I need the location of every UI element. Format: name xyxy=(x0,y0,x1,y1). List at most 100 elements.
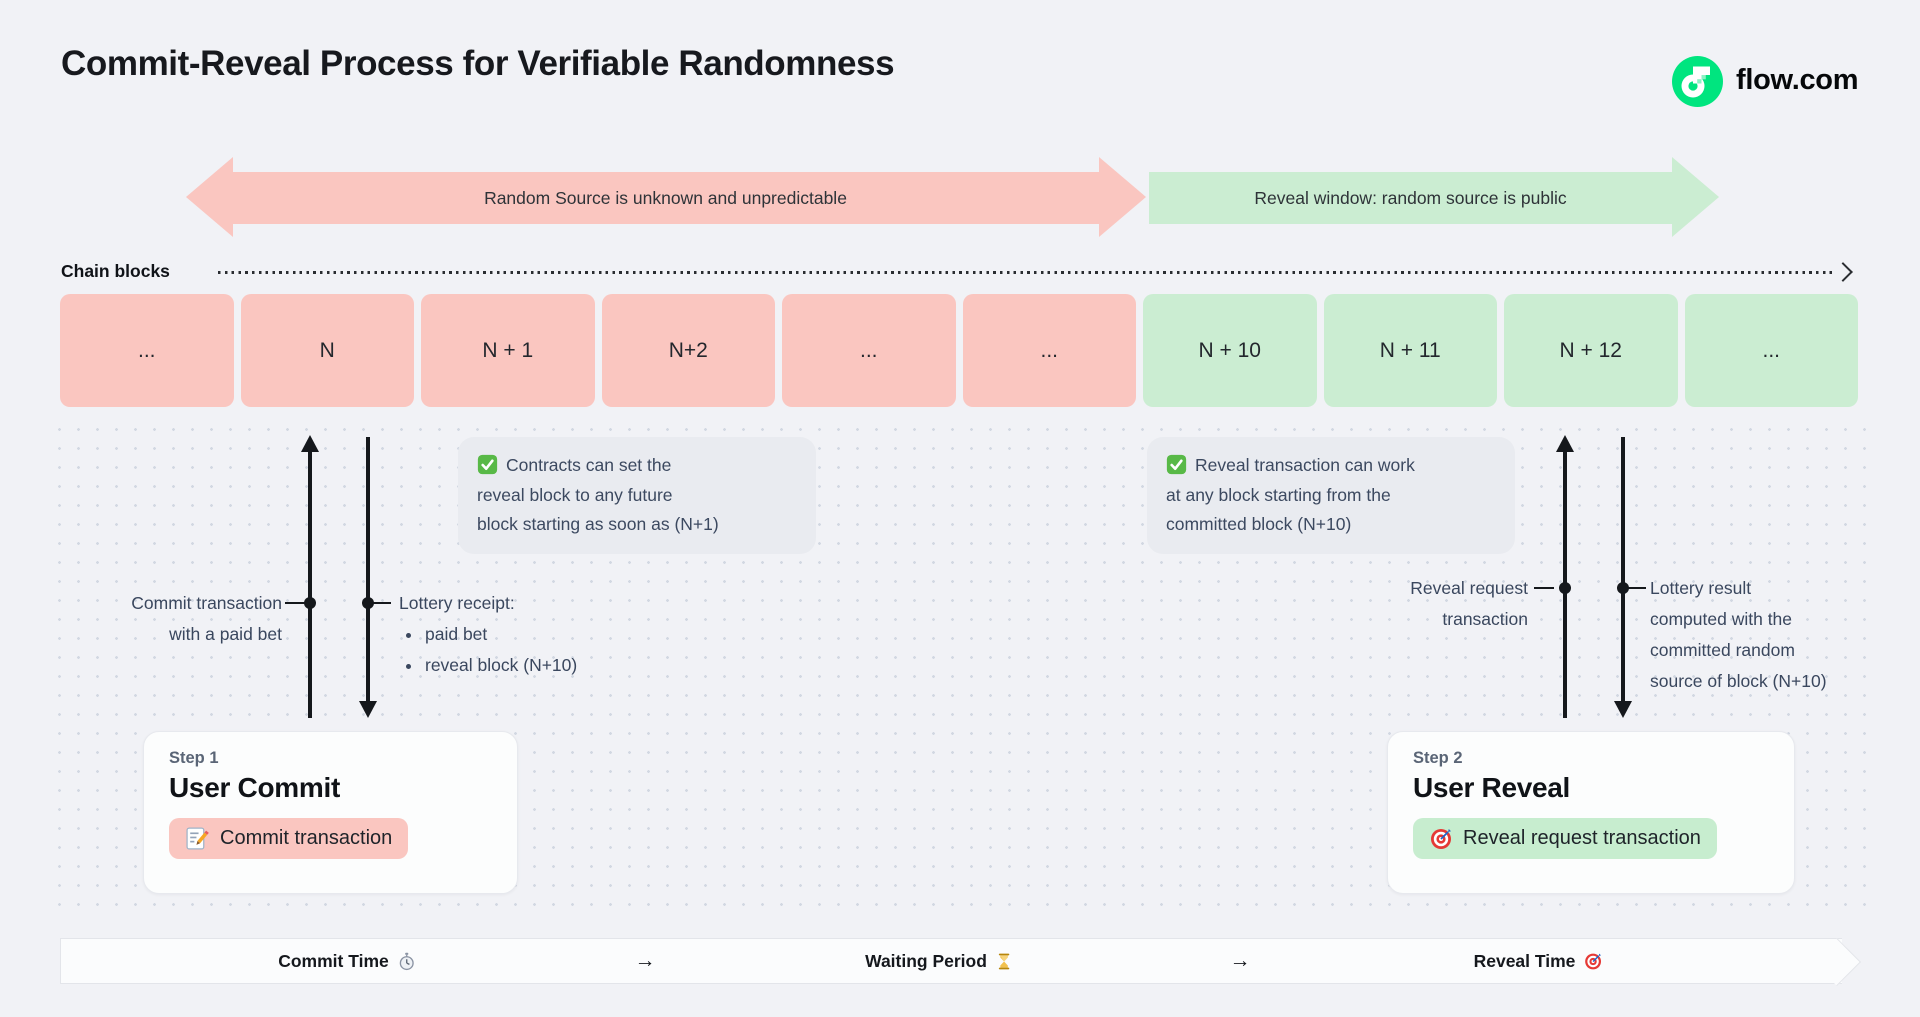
arrow-glyph: → xyxy=(1229,949,1251,972)
callout-commit-note: Contracts can set the reveal block to an… xyxy=(458,437,816,554)
flow-logo-icon xyxy=(1672,56,1723,107)
result-down-arrow xyxy=(1613,437,1632,718)
chain-blocks-label: Chain blocks xyxy=(61,261,170,281)
commit-tx-label: Commit transaction with a paid bet xyxy=(72,588,282,650)
callout-reveal-note: Reveal transaction can work at any block… xyxy=(1147,437,1515,554)
receipt-connector-line xyxy=(371,601,391,605)
receipt-down-arrow xyxy=(358,437,377,718)
reveal-window-band-label: Reveal window: random source is public xyxy=(1254,187,1567,208)
brand-wordmark: flow.com xyxy=(1736,64,1859,96)
annot-line: committed random xyxy=(1650,640,1795,660)
lottery-receipt-bullets: paid bet reveal block (N+10) xyxy=(399,619,659,681)
chain-block-label: N xyxy=(319,338,335,362)
unpredictable-band-label: Random Source is unknown and unpredictab… xyxy=(484,187,847,208)
chain-block-label: N + 12 xyxy=(1559,338,1622,362)
target-icon xyxy=(1431,828,1451,849)
chain-block-label: N + 1 xyxy=(482,338,534,362)
commit-transaction-pill-label: Commit transaction xyxy=(220,827,393,849)
step1-eyebrow: Step 1 xyxy=(169,749,219,767)
unpredictable-band: Random Source is unknown and unpredictab… xyxy=(232,172,1099,224)
target-icon xyxy=(1584,953,1601,969)
arrowhead-down-icon xyxy=(358,701,377,718)
red-band-left-arrowhead xyxy=(186,157,233,237)
chain-block: N xyxy=(240,294,414,407)
chain-block-label: ... xyxy=(859,338,878,362)
callout-line: Contracts can set the xyxy=(477,451,797,481)
commit-node-dot xyxy=(304,597,316,609)
reveal-connector-line xyxy=(1534,586,1554,590)
chain-dotted-line xyxy=(218,271,1836,274)
timeline-label: Reveal Time xyxy=(1473,950,1576,971)
chain-block: N + 1 xyxy=(421,294,595,407)
callout-text: Reveal transaction can work xyxy=(1195,455,1415,475)
annot-line: Commit transaction xyxy=(131,593,282,613)
timeline-label: Waiting Period xyxy=(865,950,987,971)
chain-block-label: N + 10 xyxy=(1198,338,1261,362)
callout-text: reveal block to any future xyxy=(477,484,673,505)
reveal-request-pill-label: Reveal request transaction xyxy=(1463,827,1701,849)
chain-line-arrowhead xyxy=(1833,262,1853,282)
receipt-node-dot xyxy=(362,597,374,609)
arrowhead-up-icon xyxy=(1555,435,1574,452)
reveal-up-arrow xyxy=(1555,435,1574,718)
annot-line: Lottery receipt: xyxy=(399,593,515,613)
reveal-window-band: Reveal window: random source is public xyxy=(1149,172,1672,224)
chain-block-label: ... xyxy=(1040,338,1058,362)
step2-title: User Reveal xyxy=(1413,772,1571,803)
annot-line: Lottery result xyxy=(1650,578,1752,598)
reveal-request-pill: Reveal request transaction xyxy=(1413,818,1717,859)
commit-transaction-pill: Commit transaction xyxy=(169,818,409,859)
check-icon xyxy=(1166,454,1187,475)
annot-line: transaction xyxy=(1442,609,1528,629)
timeline-commit-time: Commit Time xyxy=(278,938,416,984)
reveal-request-label: Reveal request transaction xyxy=(1318,573,1528,635)
result-connector-line xyxy=(1626,586,1646,590)
chain-block: ... xyxy=(1684,294,1858,407)
chain-block-label: ... xyxy=(1762,338,1780,362)
step1-title: User Commit xyxy=(169,772,340,803)
timeline-waiting-period: Waiting Period xyxy=(865,938,1013,984)
commit-up-arrow xyxy=(300,435,319,718)
red-band-right-arrowhead xyxy=(1099,157,1146,237)
chain-block: ... xyxy=(60,294,234,407)
callout-text: at any block starting from the xyxy=(1166,484,1391,505)
chain-block: N + 12 xyxy=(1504,294,1678,407)
arrowhead-down-icon xyxy=(1613,701,1632,718)
bullet-item: paid bet xyxy=(423,619,659,650)
chain-block: ... xyxy=(782,294,956,407)
arrowhead-up-icon xyxy=(300,435,319,452)
step1-card: Step 1 User Commit Commit transaction xyxy=(143,731,518,894)
timeline-label: Commit Time xyxy=(278,950,389,971)
result-node-dot xyxy=(1617,582,1629,594)
arrow-glyph: → xyxy=(634,949,656,972)
chain-block: ... xyxy=(962,294,1136,407)
timeline-arrow-1: → xyxy=(635,938,656,984)
reveal-node-dot xyxy=(1559,582,1571,594)
bullet-item: reveal block (N+10) xyxy=(423,650,659,681)
commit-connector-line xyxy=(285,601,305,605)
timeline-reveal-time: Reveal Time xyxy=(1474,938,1603,984)
callout-text: Contracts can set the xyxy=(506,455,672,475)
annot-line: Reveal request xyxy=(1410,578,1528,598)
page-title: Commit-Reveal Process for Verifiable Ran… xyxy=(61,44,895,83)
chain-block-label: ... xyxy=(137,338,156,362)
lottery-result-label: Lottery result computed with the committ… xyxy=(1650,573,1880,697)
callout-text: committed block (N+10) xyxy=(1166,514,1352,534)
chain-block-label: N + 11 xyxy=(1379,338,1441,362)
stopwatch-icon xyxy=(399,952,414,970)
annot-line: with a paid bet xyxy=(169,624,282,644)
green-band-arrowhead xyxy=(1672,157,1719,237)
callout-text: block starting as soon as (N+1) xyxy=(477,514,719,534)
chain-blocks-row: ... N N + 1 N+2 ... ... N + 10 N + 11 N … xyxy=(60,294,1858,407)
annot-line: source of block (N+10) xyxy=(1650,671,1827,691)
timeline-arrow-2: → xyxy=(1230,938,1251,984)
annot-line: computed with the xyxy=(1650,609,1793,629)
step2-eyebrow: Step 2 xyxy=(1413,749,1463,767)
step2-card: Step 2 User Reveal Reveal request transa… xyxy=(1387,731,1795,894)
chain-block: N+2 xyxy=(601,294,775,407)
lottery-receipt-label: Lottery receipt: paid bet reveal block (… xyxy=(399,588,659,681)
callout-line: Reveal transaction can work xyxy=(1166,451,1496,481)
check-icon xyxy=(477,454,498,475)
chain-block-label: N+2 xyxy=(668,338,708,362)
